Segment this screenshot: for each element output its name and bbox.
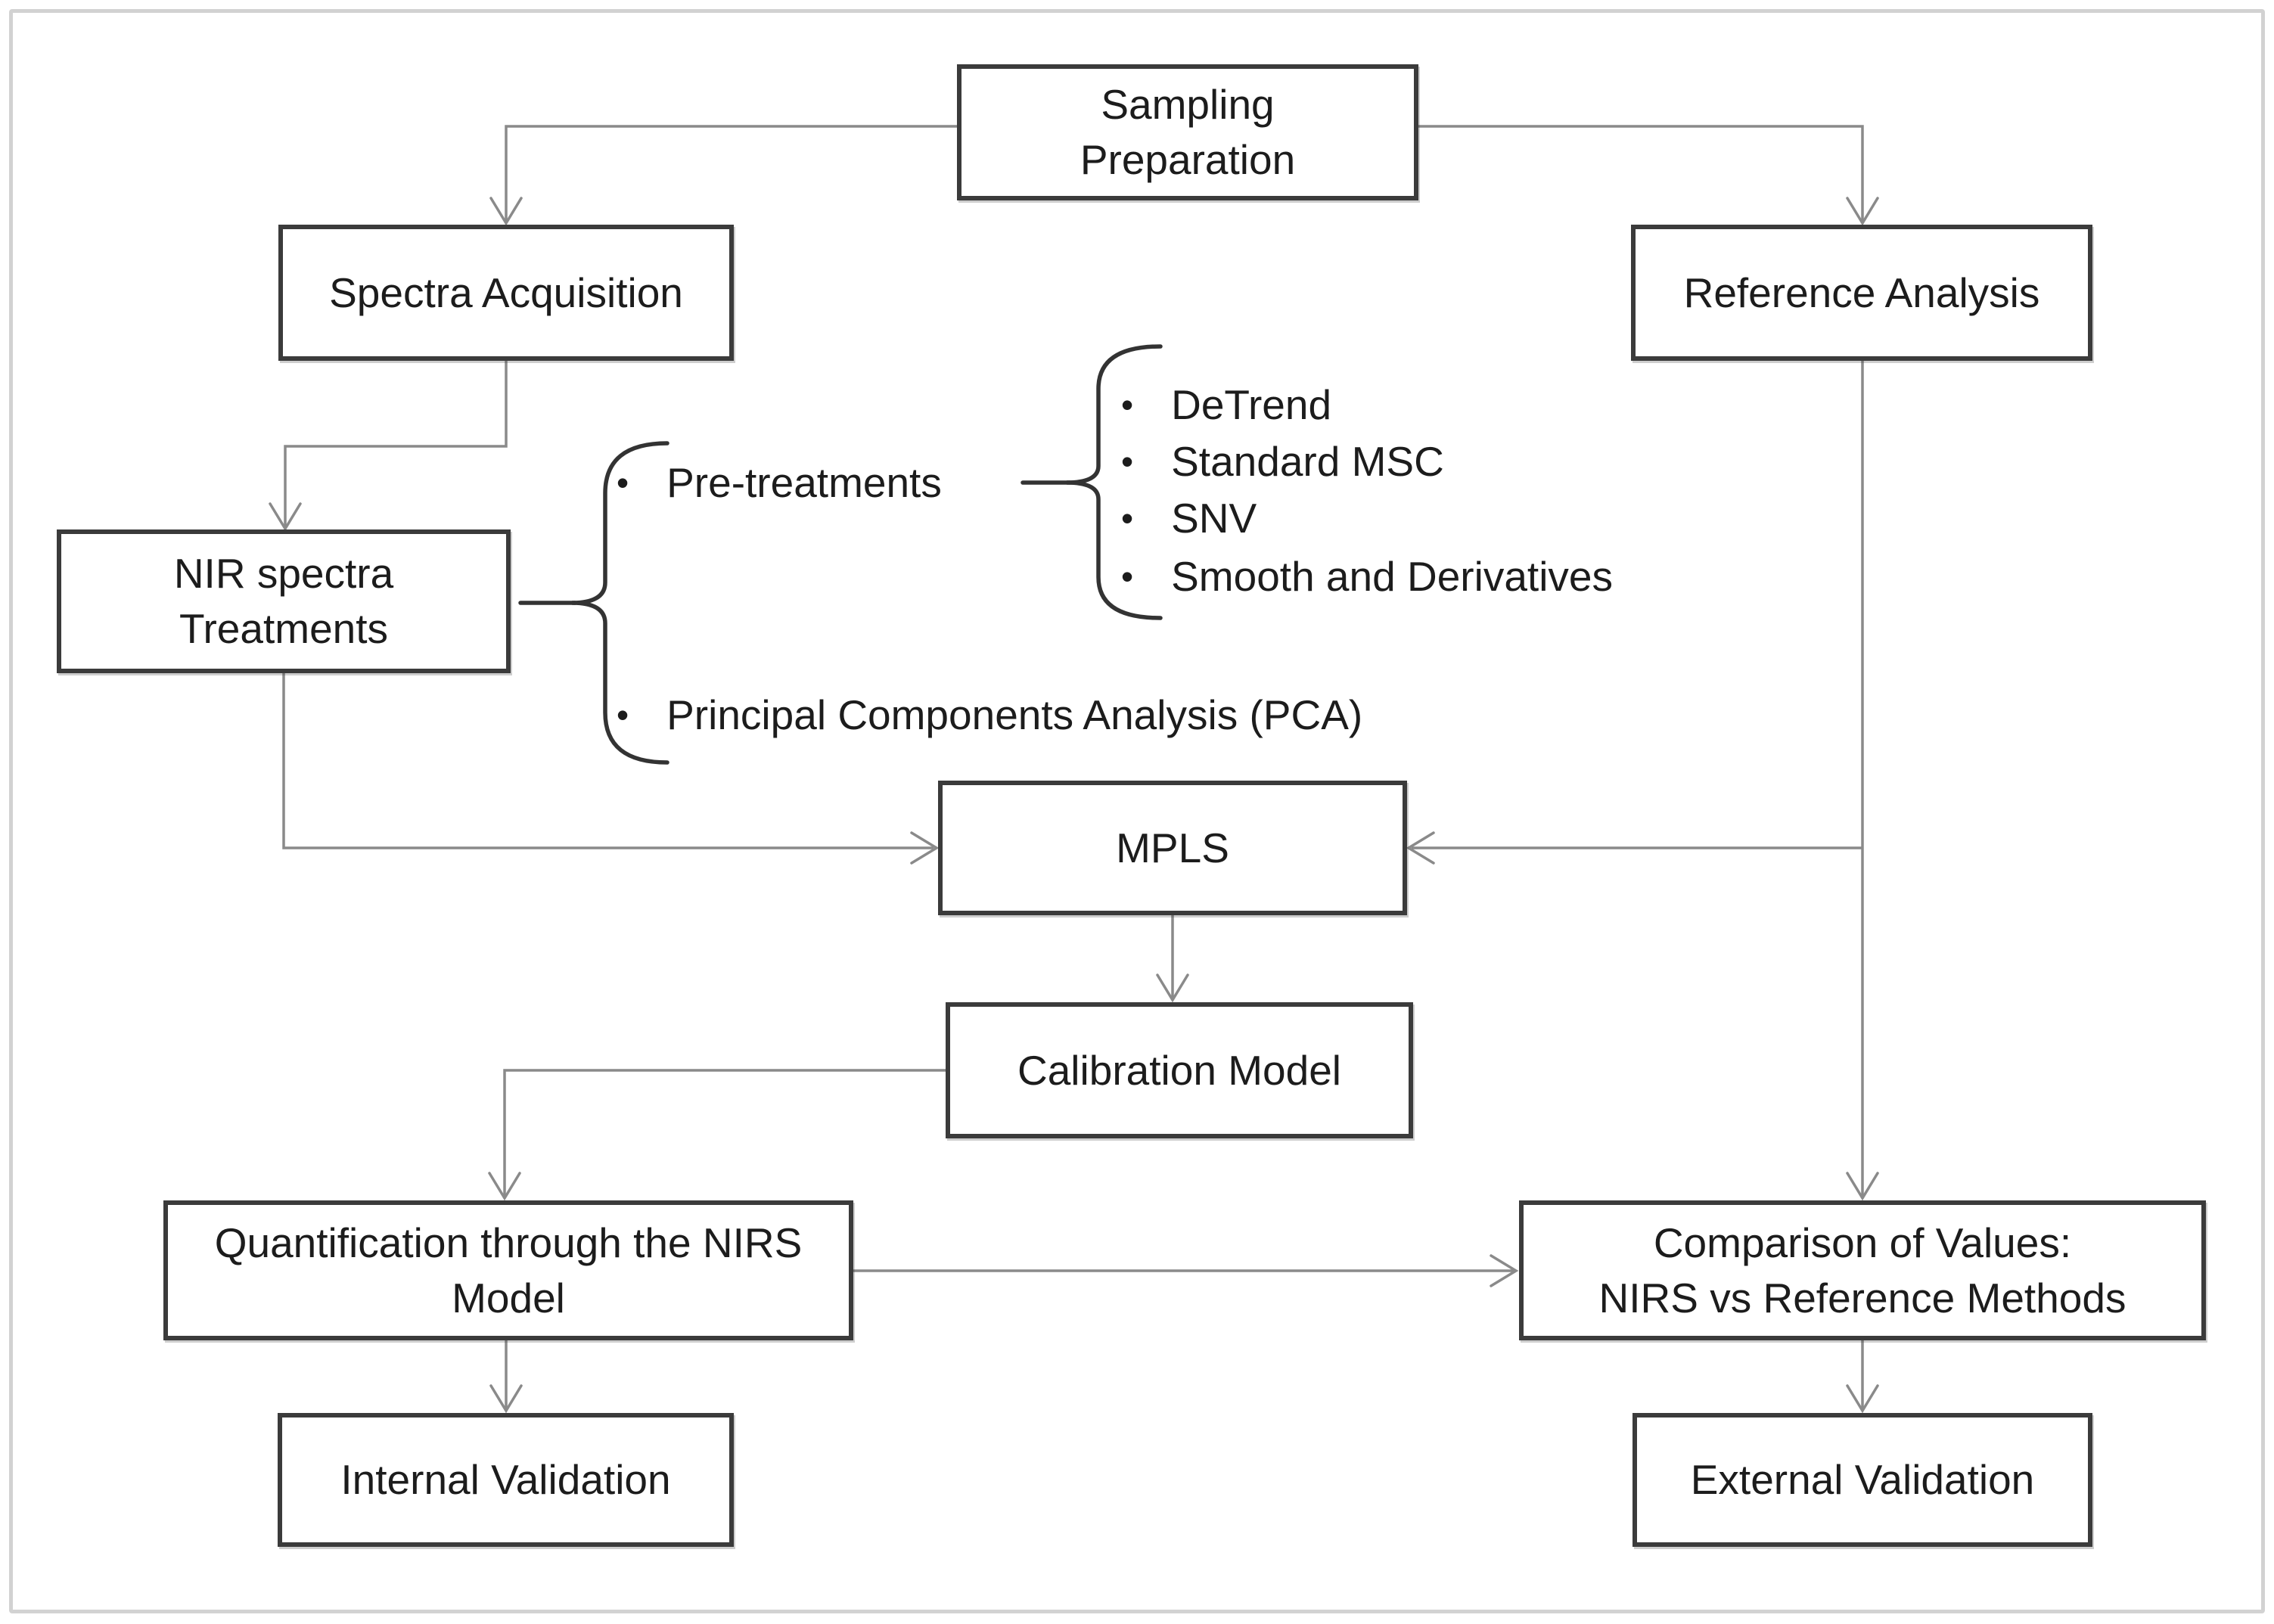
arrow-down-icon bbox=[488, 1172, 521, 1201]
bullet-pca: • Principal Components Analysis (PCA) bbox=[617, 690, 1362, 740]
bullet-icon: • bbox=[1121, 498, 1134, 538]
node-calibration-model: Calibration Model bbox=[946, 1002, 1413, 1138]
bullet-icon: • bbox=[1121, 442, 1134, 481]
bullet-icon: • bbox=[617, 695, 629, 734]
pretreatment-item-label: Smooth and Derivatives bbox=[1171, 553, 1614, 600]
arrow-left-icon bbox=[1406, 831, 1435, 865]
arrow-down-icon bbox=[269, 502, 302, 532]
connector-sampling-to-spectra bbox=[505, 125, 957, 221]
connector-nir-to-mpls bbox=[282, 673, 934, 849]
bullet-icon: • bbox=[1121, 557, 1134, 596]
connector-spectra-to-nir bbox=[284, 361, 508, 526]
bullet-pretreatment-item: • Smooth and Derivatives bbox=[1121, 551, 1613, 601]
arrow-down-icon bbox=[1846, 197, 1879, 226]
bullet-pretreatments-label: Pre-treatments bbox=[666, 459, 942, 506]
arrow-right-icon bbox=[1490, 1254, 1519, 1287]
arrow-down-icon bbox=[489, 197, 523, 226]
arrowheads bbox=[269, 197, 1879, 1414]
node-reference-analysis: Reference Analysis bbox=[1631, 225, 2092, 361]
node-mpls: MPLS bbox=[938, 781, 1407, 915]
connector-calibration-to-quant bbox=[503, 1069, 946, 1196]
bullet-pretreatment-item: • Standard MSC bbox=[1121, 436, 1444, 486]
arrow-down-icon bbox=[1846, 1172, 1879, 1201]
arrow-right-icon bbox=[910, 831, 940, 865]
bullet-pca-label: Principal Components Analysis (PCA) bbox=[666, 691, 1363, 738]
arrow-down-icon bbox=[1846, 1384, 1879, 1414]
bullet-icon: • bbox=[617, 463, 629, 502]
arrow-down-icon bbox=[489, 1384, 523, 1414]
connector-lines bbox=[282, 125, 1864, 1408]
arrow-down-icon bbox=[1156, 973, 1189, 1003]
bullet-pretreatment-item: • DeTrend bbox=[1121, 380, 1331, 430]
node-sampling-preparation: Sampling Preparation bbox=[957, 64, 1418, 200]
node-quantification-nirs-model: Quantification through the NIRS Model bbox=[163, 1200, 853, 1340]
node-internal-validation: Internal Validation bbox=[278, 1413, 734, 1547]
node-external-validation: External Validation bbox=[1632, 1413, 2092, 1547]
connector-sampling-to-reference bbox=[1418, 125, 1864, 221]
pretreatment-item-label: Standard MSC bbox=[1171, 438, 1444, 485]
pretreatment-item-label: DeTrend bbox=[1171, 381, 1332, 428]
pretreatment-item-label: SNV bbox=[1171, 495, 1257, 542]
node-spectra-acquisition: Spectra Acquisition bbox=[278, 225, 734, 361]
bullet-pretreatments: • Pre-treatments bbox=[617, 458, 942, 508]
node-nir-spectra-treatments: NIR spectra Treatments bbox=[57, 529, 511, 673]
bullet-pretreatment-item: • SNV bbox=[1121, 493, 1257, 543]
node-comparison-of-values: Comparison of Values: NIRS vs Reference … bbox=[1519, 1200, 2206, 1340]
braces bbox=[518, 344, 1163, 765]
bullet-icon: • bbox=[1121, 385, 1134, 424]
